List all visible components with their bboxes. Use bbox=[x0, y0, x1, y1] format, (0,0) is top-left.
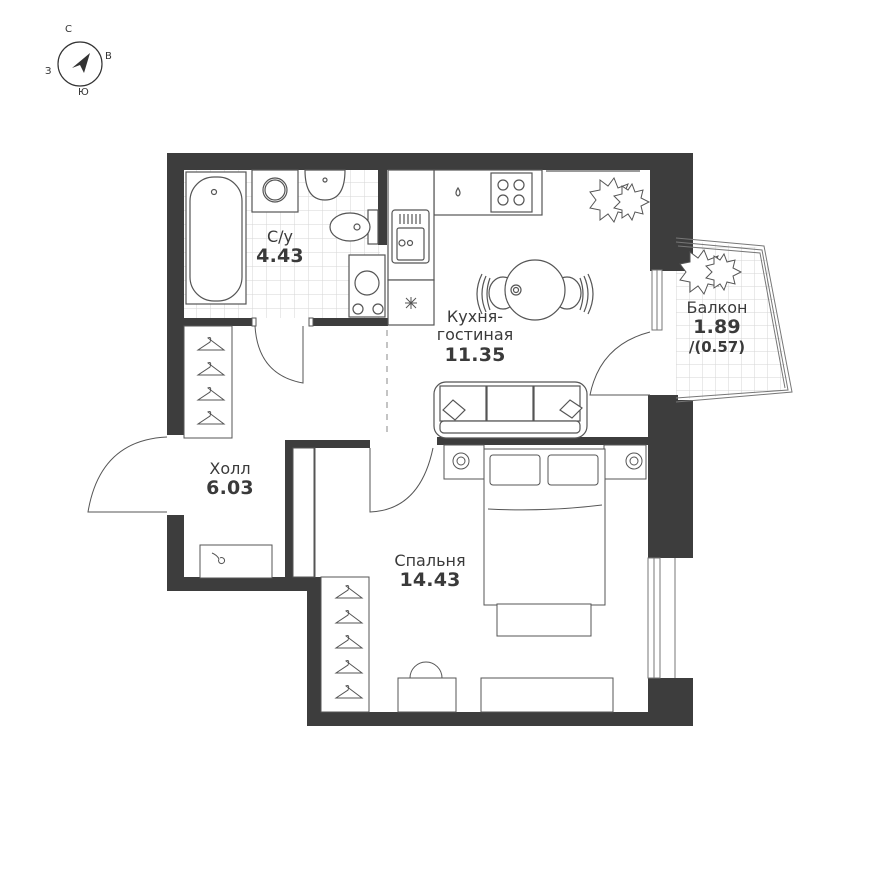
room-name: Спальня bbox=[394, 551, 466, 570]
room-name: Холл bbox=[209, 459, 251, 478]
hall-furniture bbox=[183, 325, 273, 579]
compass-icon bbox=[57, 41, 103, 87]
room-label-hall: Холл 6.03 bbox=[195, 459, 265, 500]
room-name: Кухня- bbox=[446, 307, 504, 326]
bedroom-furniture bbox=[292, 444, 647, 713]
room-name: Балкон bbox=[686, 298, 748, 317]
room-area: 1.89 bbox=[693, 316, 741, 339]
balcony-plant bbox=[679, 248, 743, 296]
bathroom-fixtures bbox=[185, 169, 386, 318]
hanger-icons-hall bbox=[196, 337, 226, 425]
hanger-icons-bedroom bbox=[334, 585, 364, 699]
room-area: 11.35 bbox=[444, 343, 506, 366]
room-name-2: гостиная bbox=[436, 325, 514, 345]
compass-east-label: В bbox=[105, 51, 112, 62]
room-label-bathroom: С/у 4.43 bbox=[245, 227, 315, 268]
compass-west-label: З bbox=[45, 66, 52, 77]
compass-north-label: С bbox=[65, 24, 72, 35]
room-area: 14.43 bbox=[399, 569, 461, 592]
walls bbox=[167, 153, 693, 726]
doors bbox=[87, 317, 651, 513]
room-area-reduced: /(0.57) bbox=[688, 338, 746, 357]
balcony-railing bbox=[675, 237, 793, 403]
kitchen-fixtures bbox=[387, 169, 651, 439]
windows bbox=[647, 269, 676, 679]
room-label-kitchen-living: Кухня- гостиная 11.35 bbox=[425, 307, 525, 367]
compass-south-label: Ю bbox=[78, 87, 89, 98]
room-name: С/у bbox=[266, 227, 294, 246]
room-area: 4.43 bbox=[256, 245, 304, 268]
room-area: 6.03 bbox=[206, 477, 254, 500]
room-label-balcony: Балкон 1.89 /(0.57) bbox=[677, 298, 757, 357]
room-label-bedroom: Спальня 14.43 bbox=[380, 551, 480, 592]
